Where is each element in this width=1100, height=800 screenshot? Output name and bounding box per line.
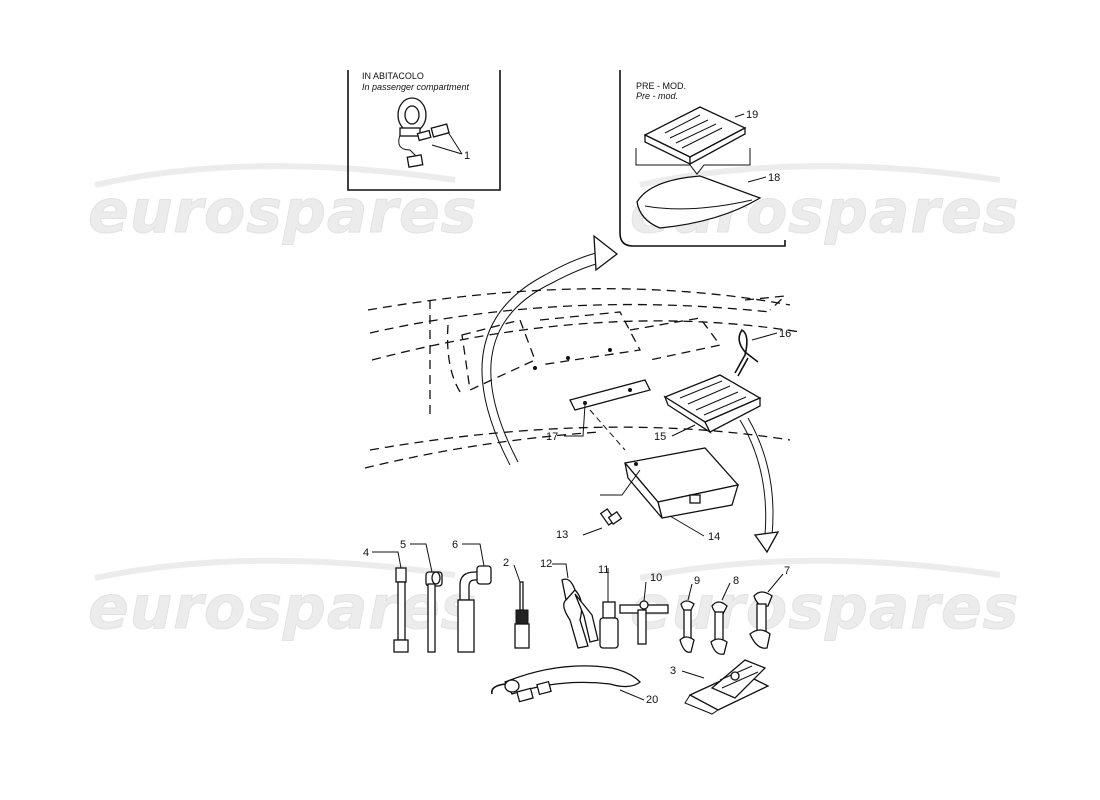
tool-tray-lid-icon <box>643 106 747 166</box>
fastener-part-icon <box>397 97 450 168</box>
tool-box-icon <box>623 447 740 519</box>
watermark-text: eurospares <box>630 573 1019 643</box>
tool-tray-icon <box>663 374 762 434</box>
callout-4: 4 <box>363 547 369 559</box>
inset-pre-mod: PRE - MOD. Pre - mod. 19 18 <box>619 70 786 247</box>
callout-12: 12 <box>540 558 552 570</box>
callout-15: 15 <box>654 431 666 443</box>
tray-clip-icon <box>734 328 759 377</box>
inset-caption-italian: PRE - MOD. <box>636 81 686 91</box>
tool-roll-cover-icon <box>636 175 762 229</box>
large-spanner-icon <box>749 591 773 649</box>
callout-6: 6 <box>452 539 458 551</box>
callout-10: 10 <box>650 572 662 584</box>
small-spanner-icon <box>679 600 695 653</box>
trunk-outline <box>364 288 801 469</box>
extension-bar-icon <box>393 567 409 653</box>
bolt-icon <box>599 508 623 526</box>
spark-plug-socket-icon <box>599 601 619 649</box>
inset-caption-english: Pre - mod. <box>636 91 678 101</box>
callout-1: 1 <box>464 150 470 162</box>
watermark-text: eurospares <box>88 573 477 643</box>
watermark-text: eurospares <box>88 177 477 247</box>
callout-13: 13 <box>556 529 568 541</box>
callout-3: 3 <box>670 665 676 677</box>
callout-11: 11 <box>598 564 609 576</box>
jack-handle-icon <box>490 665 641 703</box>
callout-20: 20 <box>646 694 658 706</box>
inset-passenger-compartment: IN ABITACOLO In passenger compartment 1 <box>347 70 501 191</box>
t-key-icon <box>619 600 669 645</box>
mounting-bracket-icon <box>569 379 651 411</box>
screwdriver-icon <box>514 581 530 649</box>
callout-7: 7 <box>784 565 790 577</box>
down-arrow <box>739 417 780 554</box>
l-socket-wrench-icon <box>457 565 492 653</box>
inset-caption-english: In passenger compartment <box>362 82 470 92</box>
callout-19: 19 <box>746 109 758 121</box>
callout-18: 18 <box>768 172 780 184</box>
callout-2: 2 <box>503 557 509 569</box>
callout-5: 5 <box>400 539 406 551</box>
callout-8: 8 <box>733 575 739 587</box>
inset-caption-italian: IN ABITACOLO <box>362 71 424 81</box>
watermark-group: eurospares eurospares eurospares eurospa… <box>88 163 1019 644</box>
t-handle-wrench-icon <box>425 571 443 653</box>
reference-arrow <box>481 234 619 466</box>
callout-17: 17 <box>546 431 558 443</box>
callout-16: 16 <box>779 328 791 340</box>
scissor-jack-icon <box>684 659 770 715</box>
callout-9: 9 <box>694 575 700 587</box>
medium-spanner-icon <box>710 601 728 655</box>
callout-14: 14 <box>708 531 720 543</box>
pliers-icon <box>561 578 599 649</box>
